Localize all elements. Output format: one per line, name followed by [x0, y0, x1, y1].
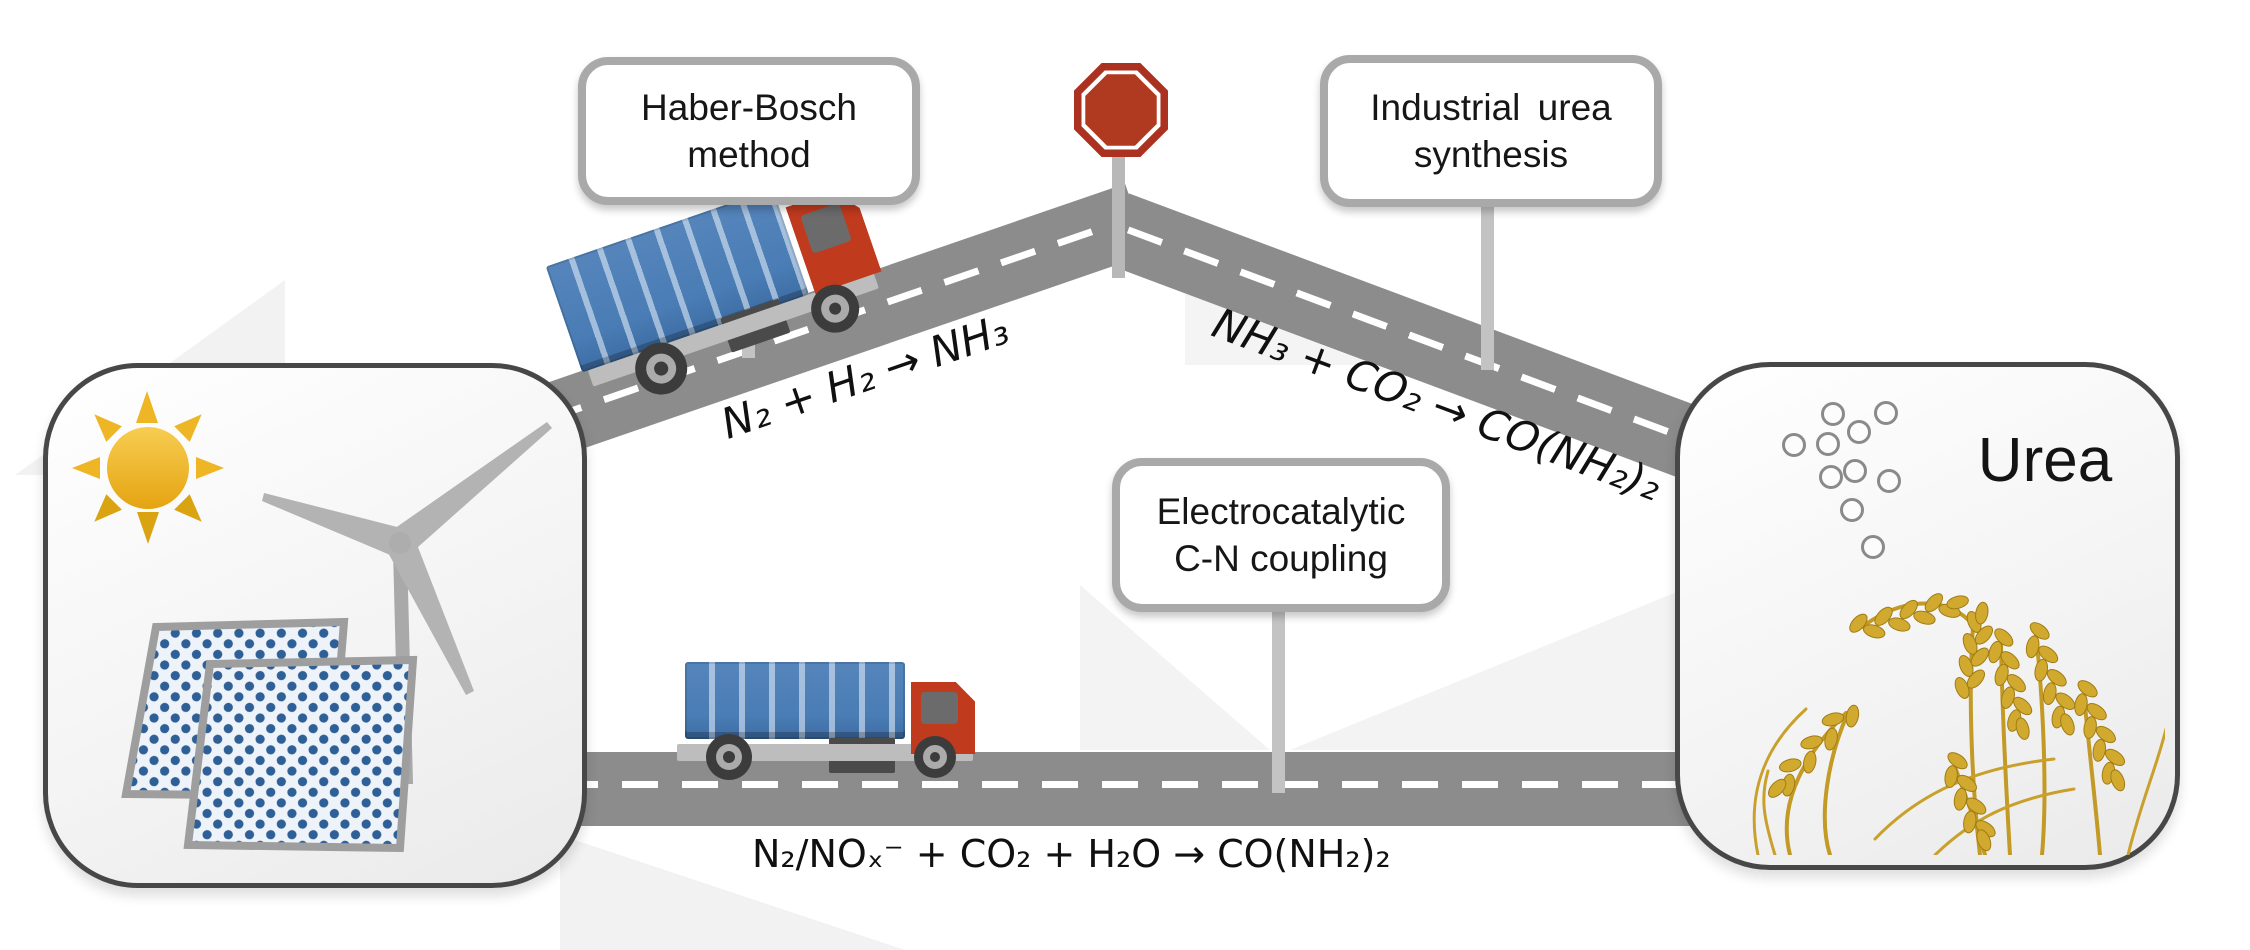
solar-panels-icon — [121, 617, 418, 853]
sign-industrial-line2: synthesis — [1413, 134, 1569, 175]
formula-electrocatalytic: N₂/NOₓ⁻ + CO₂ + H₂O → CO(NH₂)₂ — [752, 832, 1391, 876]
truck-window — [800, 203, 852, 254]
stop-sign-icon — [1074, 63, 1168, 157]
sign-electrocatalytic: Electrocatalytic C-N coupling — [1112, 458, 1450, 612]
sign-haber-bosch-line2: method — [687, 134, 811, 175]
sign-electrocatalytic-line1: Electrocatalytic — [1156, 490, 1406, 532]
truck-wheel — [706, 734, 752, 780]
truck-window — [921, 692, 959, 724]
road-electrocatalytic — [490, 752, 1770, 826]
truck-icon — [677, 660, 977, 785]
urea-label: Urea — [1977, 426, 2113, 495]
sun-icon — [72, 391, 224, 544]
signpost-electrocatalytic — [1272, 608, 1285, 793]
panel-renewable-energy — [43, 363, 587, 888]
wheat-icon — [1752, 593, 2165, 855]
sign-electrocatalytic-line2: C-N coupling — [1174, 538, 1388, 579]
panel-urea-product: Urea — [1675, 362, 2180, 870]
signpost-industrial — [1481, 202, 1494, 370]
truck-container — [685, 662, 905, 739]
sign-industrial-urea: Industrial urea synthesis — [1320, 55, 1662, 207]
sign-haber-bosch: Haber-Bosch method — [578, 57, 920, 205]
sign-industrial-line1: Industrial urea — [1370, 86, 1612, 128]
signpost-stop — [1112, 150, 1125, 278]
lane-marking — [502, 781, 1758, 788]
truck-wheel — [914, 736, 956, 778]
sign-haber-bosch-line1: Haber-Bosch — [641, 86, 857, 128]
urea-granules-icon — [1782, 401, 1901, 559]
